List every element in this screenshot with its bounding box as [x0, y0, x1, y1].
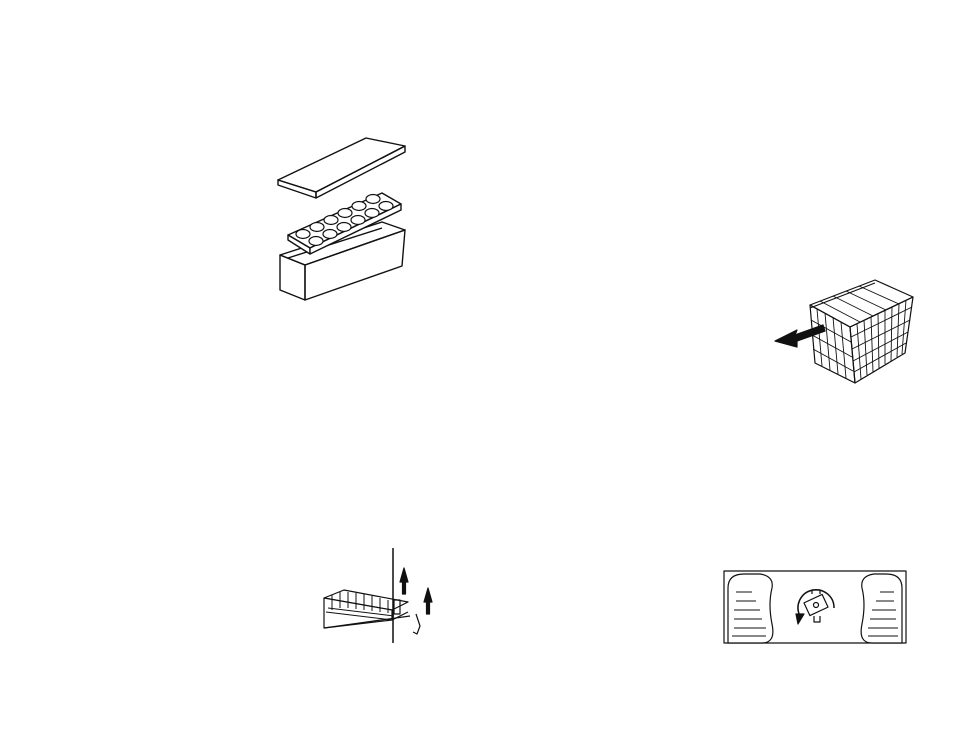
temperature-control-illustration	[722, 568, 908, 648]
wire-basket-illustration	[775, 275, 915, 395]
shelf-removal-illustration	[320, 548, 440, 646]
egg-tray-illustration	[270, 130, 415, 305]
